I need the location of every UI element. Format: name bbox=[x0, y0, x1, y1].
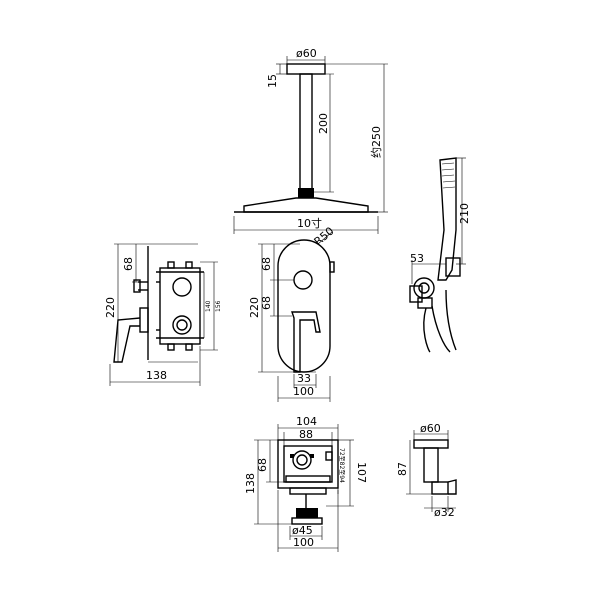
valve-box-top-view: 104 88 138 68 107 72至82至94 ø45 100 bbox=[244, 415, 368, 552]
bracket-flange bbox=[413, 439, 449, 449]
dim-bracket-top-dia-label: ø60 bbox=[420, 422, 441, 435]
valve-side-view: 220 68 140 156 138 bbox=[104, 243, 222, 386]
cover-plate bbox=[277, 239, 331, 373]
dim-valve-width-label: 138 bbox=[146, 369, 167, 382]
box-base bbox=[289, 487, 327, 495]
arm-nut bbox=[298, 188, 314, 198]
valve-box bbox=[159, 267, 201, 345]
shower-holder bbox=[445, 257, 461, 277]
dim-arm-length-label: 200 bbox=[317, 113, 330, 134]
hose-left bbox=[423, 307, 431, 353]
dim-flange-height-label: 15 bbox=[266, 74, 279, 88]
dim-plate-width-label: 100 bbox=[293, 385, 314, 398]
hand-shower-body bbox=[437, 157, 457, 281]
bracket-view: ø60 87 ø32 bbox=[396, 422, 457, 519]
dim-box-depth-label: 138 bbox=[244, 473, 257, 494]
dim-flange-dia-label: ø60 bbox=[296, 47, 317, 60]
wall-outlet bbox=[413, 277, 435, 299]
dim-spout-width-label: 33 bbox=[297, 372, 311, 385]
bracket-clip bbox=[431, 481, 449, 495]
dim-inner-b-label: 156 bbox=[215, 300, 222, 312]
ceiling-flange bbox=[286, 63, 326, 75]
dim-valve-upper-label: 68 bbox=[122, 257, 135, 271]
dim-plate-lower-label: 68 bbox=[260, 296, 273, 310]
dim-valve-height-label: 220 bbox=[104, 297, 117, 318]
dim-box-spacing-label: 68 bbox=[256, 458, 269, 472]
dim-box-range-label: 72至82至94 bbox=[338, 448, 345, 483]
lever-base bbox=[139, 307, 149, 333]
dim-box-right-depth-label: 107 bbox=[355, 462, 368, 483]
lower-outlet bbox=[172, 315, 192, 335]
dim-inner-a-label: 140 bbox=[205, 300, 212, 312]
dim-total-height-label: 约250 bbox=[370, 126, 383, 158]
dim-box-inner-label: 88 bbox=[299, 428, 313, 441]
dim-box-outer-label: 104 bbox=[296, 415, 317, 428]
dim-knob-dia-label: ø45 bbox=[292, 524, 313, 537]
diverter-knob bbox=[293, 270, 313, 290]
box-outer bbox=[277, 439, 339, 489]
shower-head-body bbox=[243, 197, 369, 213]
shower-head-view: ø60 15 200 约250 10寸 bbox=[233, 47, 388, 234]
upper-outlet bbox=[172, 277, 192, 297]
dim-plate-upper-label: 68 bbox=[260, 257, 273, 271]
dim-bracket-height-label: 87 bbox=[396, 462, 409, 476]
handheld-shower-view: 210 53 bbox=[409, 157, 471, 353]
box-outlet bbox=[292, 450, 312, 470]
bracket-stem bbox=[423, 447, 439, 483]
dim-plate-height-label: 220 bbox=[248, 297, 261, 318]
dim-head-size-label: 10寸 bbox=[297, 216, 322, 230]
dim-radius bbox=[317, 231, 333, 245]
hose-right bbox=[445, 289, 457, 351]
mixer-lever bbox=[291, 311, 321, 373]
dim-box-width-label: 100 bbox=[293, 536, 314, 549]
mixer-cartridge bbox=[296, 508, 318, 518]
shower-arm bbox=[299, 73, 313, 193]
front-plate-view: R50 220 68 68 33 100 bbox=[248, 224, 337, 402]
dim-holder-label: 53 bbox=[410, 252, 424, 265]
dim-bracket-bottom-dia-label: ø32 bbox=[434, 506, 455, 519]
dim-handheld-length-label: 210 bbox=[458, 203, 471, 224]
